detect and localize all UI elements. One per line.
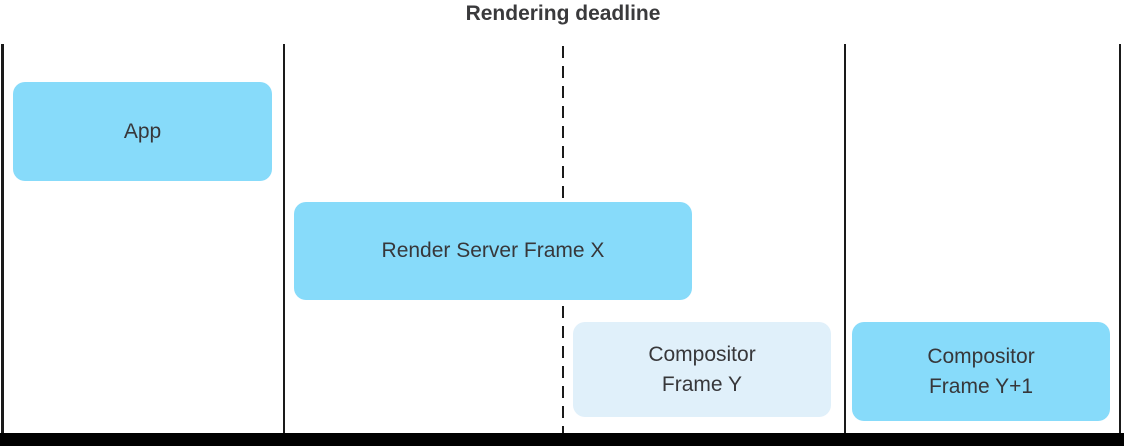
render-server-frame-x-label: Render Server Frame X bbox=[381, 239, 605, 262]
bottom-border-bar bbox=[0, 433, 1124, 446]
render-server-frame-x-box: Render Server Frame X bbox=[294, 202, 692, 300]
frame-boundary-line-left bbox=[1, 44, 4, 446]
frame-boundary-line-second bbox=[283, 44, 285, 446]
frame-boundary-line-third bbox=[844, 44, 846, 446]
frame-boundary-line-right bbox=[1119, 44, 1121, 446]
compositor-frame-y-plus-1-box: Compositor Frame Y+1 bbox=[852, 322, 1110, 421]
app-box-label: App bbox=[123, 119, 162, 143]
compositor-frame-y-box: Compositor Frame Y bbox=[573, 322, 831, 417]
compositor-frame-y-label-line2: Frame Y bbox=[661, 372, 743, 396]
diagram-title: Rendering deadline bbox=[465, 2, 661, 25]
compositor-frame-y-plus-1-label-line2: Frame Y+1 bbox=[928, 374, 1034, 398]
compositor-frame-y-label-line1: Compositor bbox=[648, 342, 756, 366]
compositor-frame-y-plus-1-label-line1: Compositor bbox=[927, 344, 1035, 368]
app-box: App bbox=[13, 82, 272, 181]
